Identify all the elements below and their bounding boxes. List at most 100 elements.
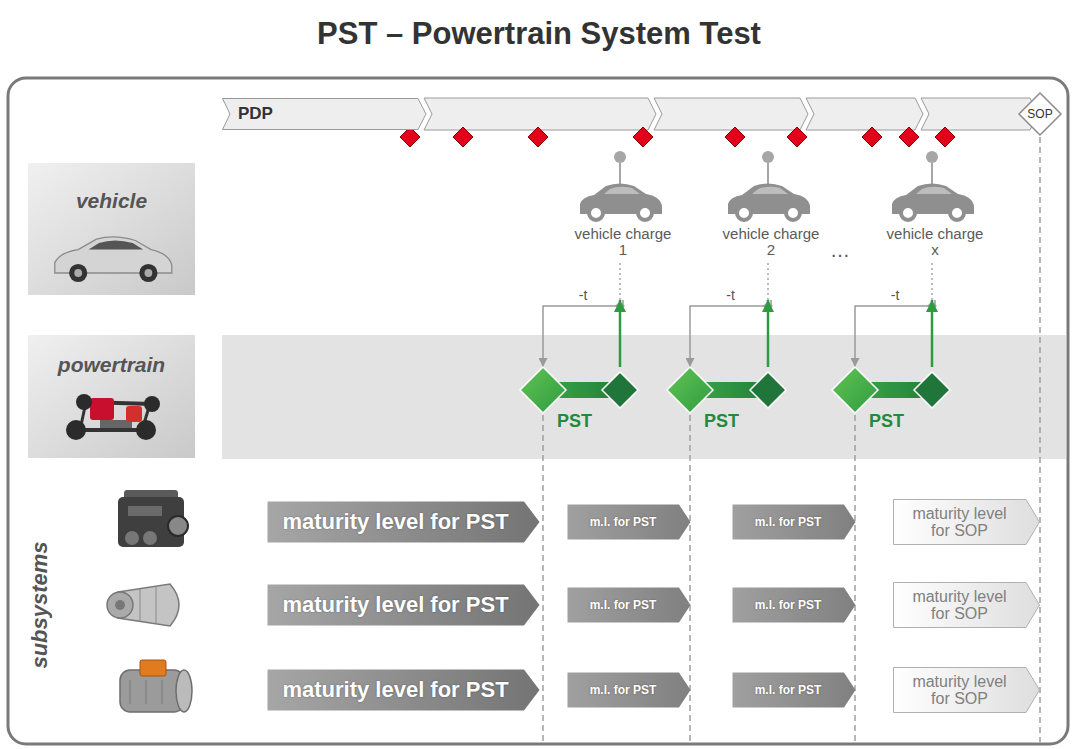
motor-illustration <box>120 660 192 712</box>
vehicle-illustration <box>89 241 144 250</box>
motor-illustration <box>176 670 192 712</box>
release-arrow <box>931 300 934 367</box>
powertrain-illustration <box>76 394 92 410</box>
node-text: maturity level for SOP <box>904 588 1016 622</box>
maturity-arrow: maturity level for PST <box>267 584 540 626</box>
transmission-illustration <box>140 589 141 621</box>
maturity-arrow: maturity level for SOP <box>893 499 1040 545</box>
release-arrow <box>767 300 770 367</box>
powertrain-band <box>222 335 1066 459</box>
ellipsis-label: … <box>830 239 850 262</box>
milestone-diamonds <box>453 127 473 147</box>
milestone-diamond <box>1019 93 1061 135</box>
gate-dashed-line <box>1039 137 1041 742</box>
milestone-diamonds <box>862 127 882 147</box>
pst-start-diamond <box>832 367 878 413</box>
pst-start-diamond <box>667 367 713 413</box>
node-text: maturity level for SOP <box>904 673 1016 707</box>
arrow-shape <box>568 505 691 540</box>
label-area: … <box>830 239 850 262</box>
maturity-arrow: m.l. for PST <box>732 504 856 540</box>
engine-illustration <box>128 506 162 516</box>
maturity-arrow: m.l. for PST <box>732 672 856 708</box>
vehicle-illustration <box>145 269 153 277</box>
node-text: vehicle charge 2 <box>721 226 821 258</box>
vehicle-illustration <box>74 269 82 277</box>
node-text: m.l. for PST <box>755 683 822 697</box>
pdp-chevrons <box>424 98 656 130</box>
node-text: PST <box>869 411 904 431</box>
pst-end-diamond <box>914 372 950 408</box>
edge-label-area: -t <box>891 287 900 303</box>
pdp-chevrons <box>806 98 923 130</box>
gate-dashed-line <box>542 415 544 742</box>
row-label-box: powertrain <box>28 335 195 458</box>
milestone-diamonds <box>787 127 807 147</box>
node-text: maturity level for PST <box>282 592 508 618</box>
pst-end-diamond <box>750 372 786 408</box>
maturity-arrow: maturity level for PST <box>267 669 540 711</box>
time-offset-label: -t <box>579 287 588 303</box>
arrow-shape <box>894 668 1040 713</box>
time-offset-label: -t <box>891 287 900 303</box>
vehicle-charge-icon <box>619 263 621 300</box>
powertrain-illustration <box>126 406 142 422</box>
node-text: PST <box>557 411 592 431</box>
engine-illustration <box>168 516 188 536</box>
arrow-shape <box>894 500 1040 545</box>
label-area: subsystems <box>27 541 53 668</box>
arrow-shape <box>733 588 856 623</box>
transmission-illustration <box>107 592 133 618</box>
node-text: maturity level for PST <box>282 509 508 535</box>
powertrain-illustration <box>66 394 160 440</box>
vehicle-charge: vehicle charge 1 <box>570 150 676 300</box>
node-text: maturity level for SOP <box>904 505 1016 539</box>
pst-bar: PST <box>831 367 950 433</box>
maturity-arrow: m.l. for PST <box>567 504 691 540</box>
vehicle-charge: vehicle charge 2 <box>718 150 824 300</box>
title-area: PST – Powertrain System Test <box>0 16 1078 52</box>
powertrain-illustration <box>66 420 86 440</box>
vehicle-charge-icon <box>926 151 938 163</box>
release-arrow <box>619 300 622 367</box>
row-box-ground <box>28 163 195 295</box>
node-text: PDP <box>238 104 273 124</box>
maturity-arrow: m.l. for PST <box>567 587 691 623</box>
pdp-chevrons <box>424 98 1038 130</box>
node-text: vehicle <box>76 189 147 213</box>
lead-time-arrow <box>855 300 935 367</box>
powertrain-illustration <box>144 396 160 412</box>
node-text: powertrain <box>58 353 165 377</box>
milestone-diamonds <box>725 127 745 147</box>
transmission-illustration <box>107 584 179 626</box>
arrow-shape <box>894 583 1040 628</box>
phase-chevron: PDP <box>222 98 426 130</box>
engine-illustration <box>118 490 188 547</box>
vehicle-charge-icon <box>767 163 769 184</box>
vehicle-charge-icon <box>931 263 933 300</box>
motor-illustration <box>162 680 163 704</box>
milestone-diamonds <box>633 127 653 147</box>
node-text: vehicle charge x <box>885 226 985 258</box>
node-text: m.l. for PST <box>590 598 657 612</box>
vehicle-charge-icon <box>767 263 769 300</box>
gate-dashed-line <box>689 415 691 742</box>
edge-label-area: -t <box>726 287 735 303</box>
engine-illustration <box>125 531 139 545</box>
milestone-diamonds <box>935 127 955 147</box>
chevron-outline <box>223 99 427 130</box>
outer-frame <box>8 78 1068 744</box>
vehicle-illustration <box>55 237 172 282</box>
maturity-arrow: maturity level for SOP <box>893 667 1040 713</box>
milestone-diamonds <box>528 127 548 147</box>
node-text: maturity level for PST <box>282 677 508 703</box>
arrow-shape <box>268 502 540 543</box>
vehicle-charge-icon <box>580 184 662 221</box>
lead-time-arrow <box>543 300 623 367</box>
pst-bar: PST <box>666 367 786 433</box>
arrow-shape <box>733 673 856 708</box>
node-text: m.l. for PST <box>590 515 657 529</box>
pdp-chevrons <box>654 98 808 130</box>
arrow-shape <box>568 588 691 623</box>
motor-illustration <box>146 680 147 704</box>
